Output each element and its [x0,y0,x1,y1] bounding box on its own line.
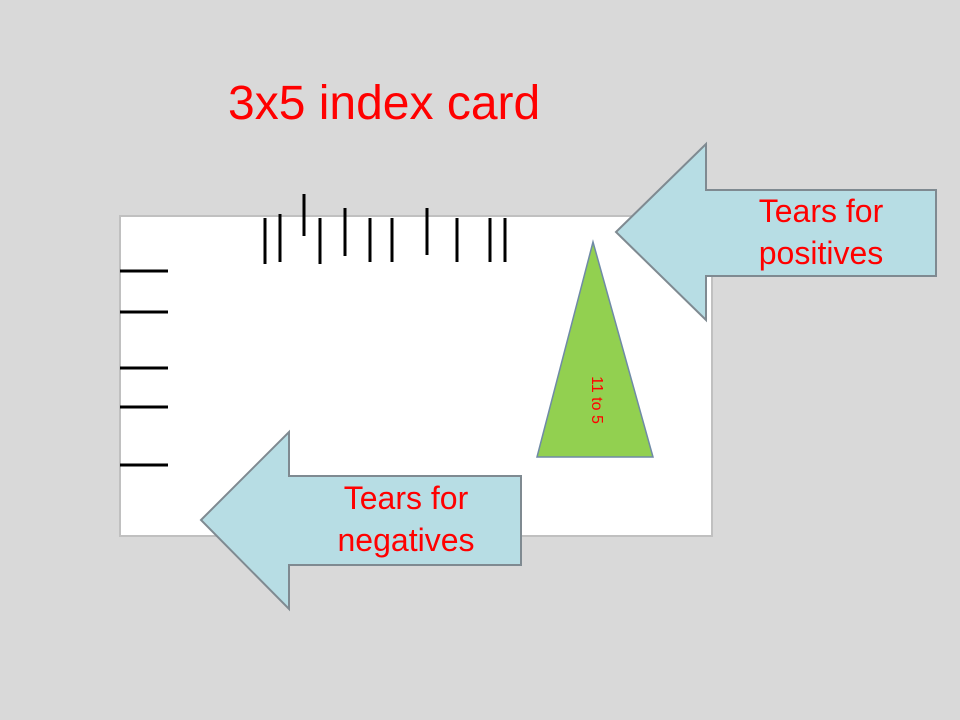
positives-callout-text: Tears for positives [706,190,936,274]
negatives-callout-text: Tears for negatives [290,477,522,561]
negatives-callout-line2: negatives [337,522,475,558]
positives-arrow [614,141,937,323]
left-tear-marks [120,269,168,467]
positives-callout-line2: positives [758,235,884,271]
positives-callout-line1: Tears for [758,193,884,229]
negatives-callout-line1: Tears for [343,480,469,516]
odds-triangle [536,239,654,458]
slide-title: 3x5 index card [228,77,541,130]
top-tear-marks [263,194,507,264]
triangle-label: 11 to 5 [588,376,605,424]
negatives-arrow [199,429,522,612]
